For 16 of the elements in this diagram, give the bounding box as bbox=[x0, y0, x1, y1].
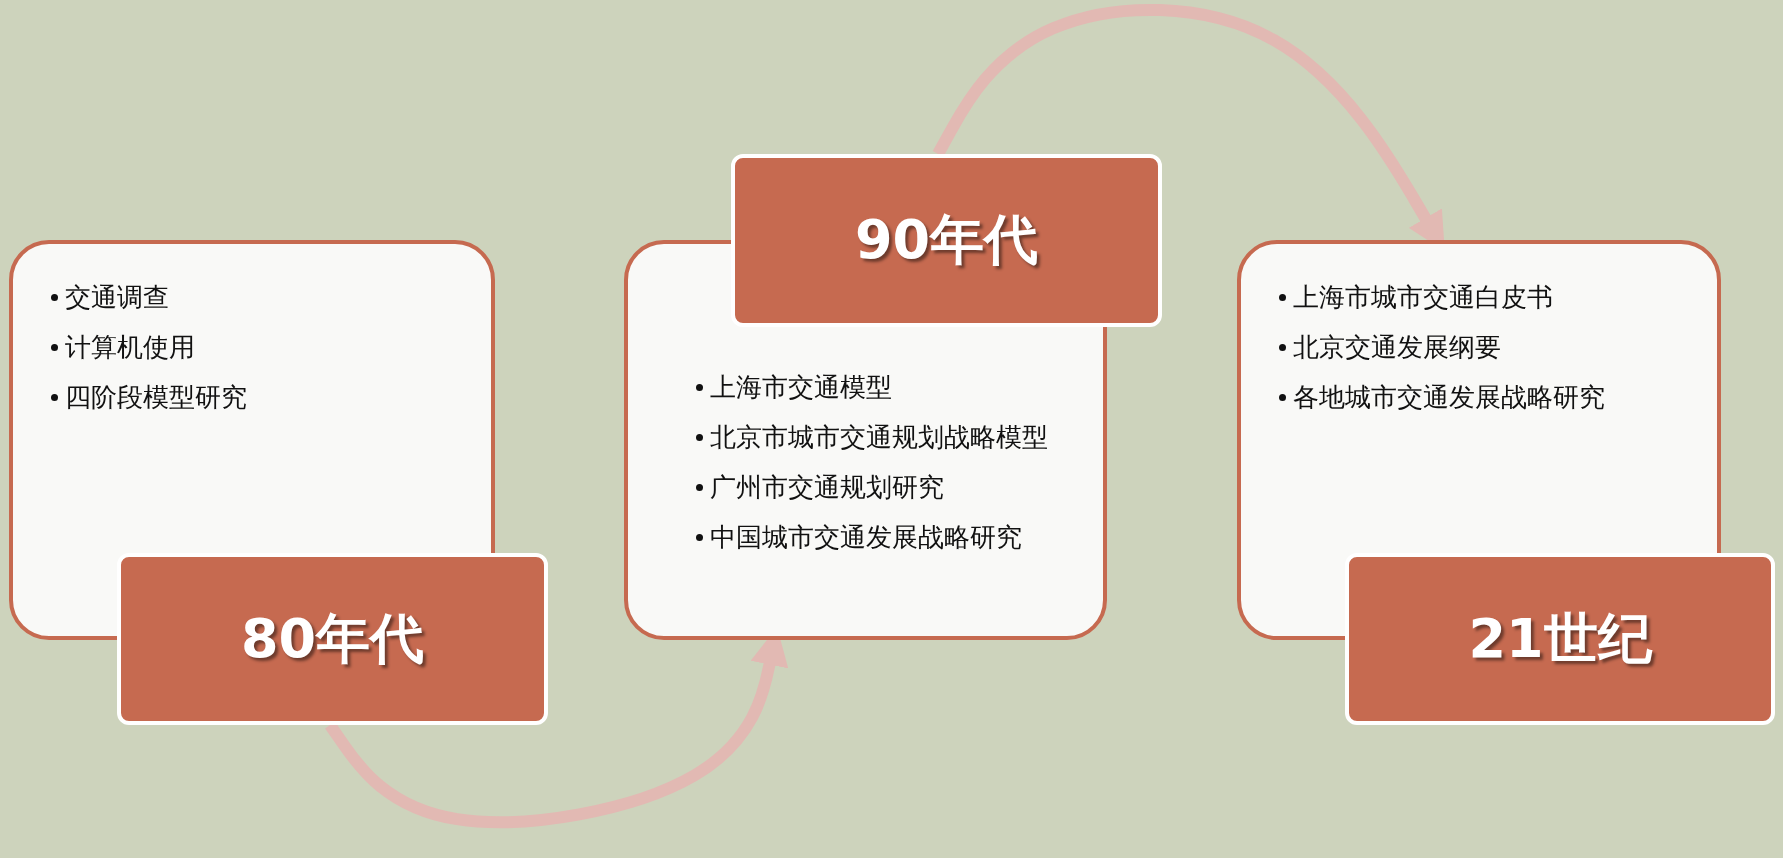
period-label: 21世纪 bbox=[1468, 605, 1652, 672]
list-item: 交通调查 bbox=[65, 272, 491, 322]
list-item: 计算机使用 bbox=[65, 322, 491, 372]
list-item: 广州市交通规划研究 bbox=[710, 462, 1103, 512]
list-item: 上海市城市交通白皮书 bbox=[1293, 272, 1717, 322]
list-item: 中国城市交通发展战略研究 bbox=[710, 512, 1103, 562]
period-label-box bbox=[731, 154, 1162, 327]
list-item: 四阶段模型研究 bbox=[65, 372, 491, 422]
list-item: 北京交通发展纲要 bbox=[1293, 322, 1717, 372]
period-label: 80年代 bbox=[240, 605, 425, 672]
list-item: 上海市交通模型 bbox=[710, 362, 1103, 412]
period-label-box bbox=[1345, 553, 1775, 725]
list-item: 北京市城市交通规划战略模型 bbox=[710, 412, 1103, 462]
list-item: 各地城市交通发展战略研究 bbox=[1293, 372, 1717, 422]
period-label-box bbox=[117, 553, 548, 725]
period-label: 90年代 bbox=[854, 207, 1039, 273]
